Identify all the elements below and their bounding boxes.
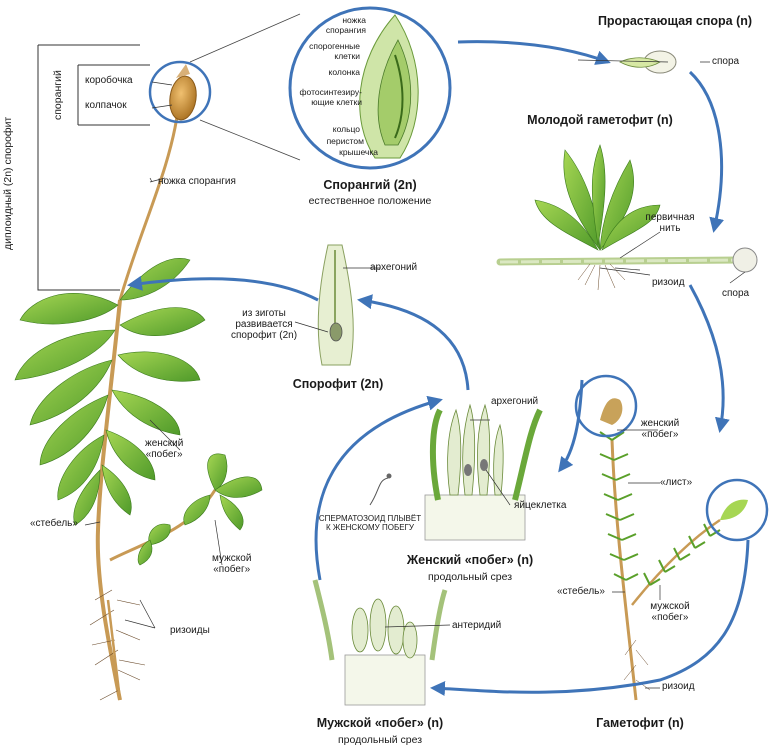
arrow-gametophyte-female-to-female-section — [558, 379, 584, 473]
label-sporangium-stalk-detail: ножка спорангия — [325, 15, 366, 35]
label-column: колонка — [328, 67, 360, 77]
young-gametophyte-illustration — [496, 144, 758, 291]
label-sporogenous-cells: спорогенные клетки — [309, 41, 360, 61]
label-egg-cell: яйцеклетка — [514, 500, 567, 511]
leader-lines — [84, 59, 746, 689]
sporophyte-plant-illustration — [14, 13, 301, 701]
label-female-shoot-right: женский «побег» — [640, 418, 680, 440]
title-sporangium: Спорангий (2n) — [323, 178, 417, 192]
label-young-rhizoid: ризоид — [652, 277, 685, 288]
label-sporangium-bracket: спорангий — [52, 70, 64, 120]
female-shoot-section-illustration — [369, 400, 550, 541]
label-spore-top: спора — [712, 56, 740, 67]
label-archegonium-sporophyte: архегоний — [370, 262, 418, 273]
label-sperm-note: СПЕРМАТОЗОИД ПЛЫВЁТ К ЖЕНСКОМУ ПОБЕГУ — [318, 514, 422, 532]
label-from-zygote: из зиготы развивается спорофит (2n) — [230, 308, 298, 341]
label-male-shoot-left: мужской «побег» — [212, 553, 252, 575]
gametophyte-illustration — [574, 374, 769, 701]
label-rhizoid-right: ризоид — [662, 681, 695, 692]
label-diploid-sporophyte: диплоидный (2n) спорофит — [2, 116, 14, 250]
title-female-shoot-section: Женский «побег» (n) — [406, 553, 534, 567]
label-archegonium-female: архегоний — [491, 396, 539, 407]
subtitle-male-shoot-section: продольный срез — [337, 734, 423, 746]
sporangium-detail-illustration — [288, 6, 452, 170]
label-rhizoids: ризоиды — [170, 625, 210, 636]
label-stem-right: «стебель» — [557, 586, 605, 597]
sporophyte-stage-illustration — [317, 244, 354, 366]
subtitle-female-shoot-section: продольный срез — [427, 571, 513, 583]
label-female-shoot-left: женский «побег» — [145, 438, 184, 460]
diploid-bracket — [37, 44, 150, 291]
label-capsule: коробочка — [85, 75, 133, 86]
title-male-shoot-section: Мужской «побег» (n) — [316, 716, 444, 730]
cycle-arrows — [127, 40, 750, 697]
title-sporophyte-stage: Спорофит (2n) — [292, 377, 384, 391]
label-peristome: перистом — [326, 136, 364, 146]
arrow-sporophyte-to-plant — [127, 275, 319, 302]
label-stem-left: «стебель» — [30, 518, 78, 529]
label-photosynthetic-cells: фотосинтезиру- ющие клетки — [299, 87, 362, 107]
arrow-male-to-female — [314, 395, 443, 581]
title-gametophyte: Гаметофит (n) — [596, 716, 684, 730]
label-antheridium: антеридий — [452, 620, 502, 631]
title-germinating-spore: Прорастающая спора (n) — [597, 14, 753, 28]
subtitle-sporangium: естественное положение — [308, 195, 432, 207]
male-shoot-section-illustration — [312, 579, 448, 706]
title-young-gametophyte: Молодой гаметофит (n) — [527, 113, 673, 127]
label-primary-thread: первичная нить — [645, 212, 695, 234]
label-male-shoot-right: мужской «побег» — [650, 601, 690, 623]
arrow-sporangium-to-spore — [457, 40, 611, 65]
label-lid: крышечка — [339, 147, 378, 157]
label-young-spore: спора — [722, 288, 750, 299]
arrow-gametophyte-male-to-male-section — [430, 539, 750, 697]
arrow-young-to-gametophyte — [688, 284, 730, 433]
arrow-female-to-sporophyte — [357, 294, 470, 391]
arrow-spore-to-young-gametophyte — [688, 70, 724, 233]
label-ring: кольцо — [332, 124, 360, 134]
label-leaf: «лист» — [660, 477, 693, 488]
label-sporangium-stalk: ножка спорангия — [158, 176, 236, 187]
label-cap: колпачок — [85, 100, 127, 111]
germinating-spore-illustration — [619, 50, 677, 74]
